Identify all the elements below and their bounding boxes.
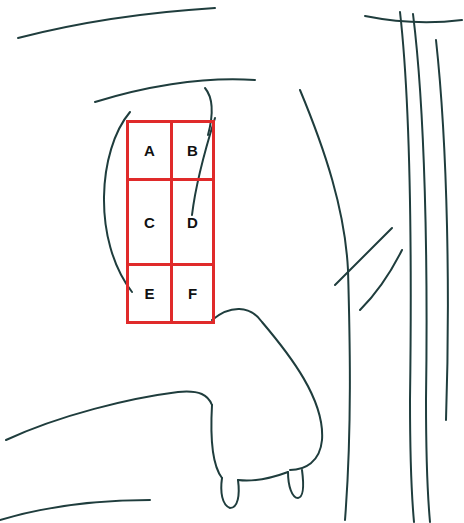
cell-letter: F [188, 286, 197, 301]
grid-cell: D [170, 178, 215, 266]
cell-letter: A [144, 143, 155, 158]
grid-cell: A [126, 120, 173, 181]
grid-cell: F [170, 263, 215, 324]
cell-letter: D [187, 215, 198, 230]
grid-cell: C [126, 178, 173, 266]
grid-cell: E [126, 263, 173, 324]
grid-cell: B [170, 120, 215, 181]
cell-letter: E [144, 286, 154, 301]
cell-letter: B [187, 143, 198, 158]
cell-letter: C [144, 215, 155, 230]
